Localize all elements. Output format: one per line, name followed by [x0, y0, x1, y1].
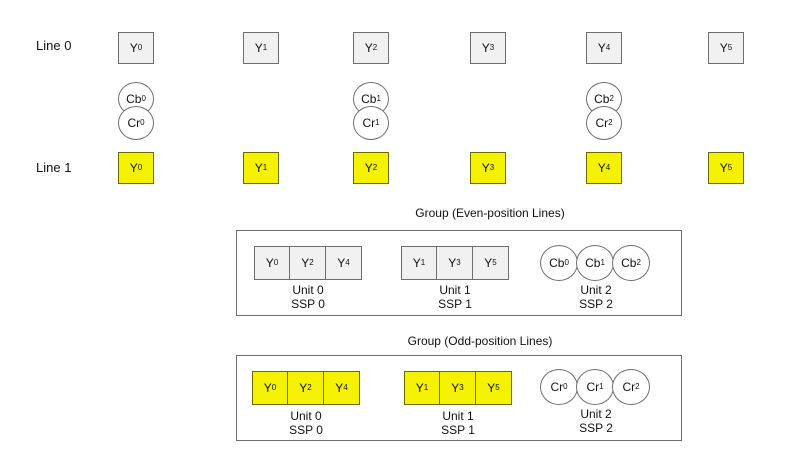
odd-group-title: Group (Odd-position Lines) [407, 334, 553, 348]
line-1-label: Line 1 [36, 160, 72, 175]
line-0-label: Line 0 [36, 38, 72, 53]
odd-group-frame [236, 355, 682, 441]
even-group-frame [236, 230, 682, 316]
even-group-title: Group (Even-position Lines) [415, 206, 565, 220]
